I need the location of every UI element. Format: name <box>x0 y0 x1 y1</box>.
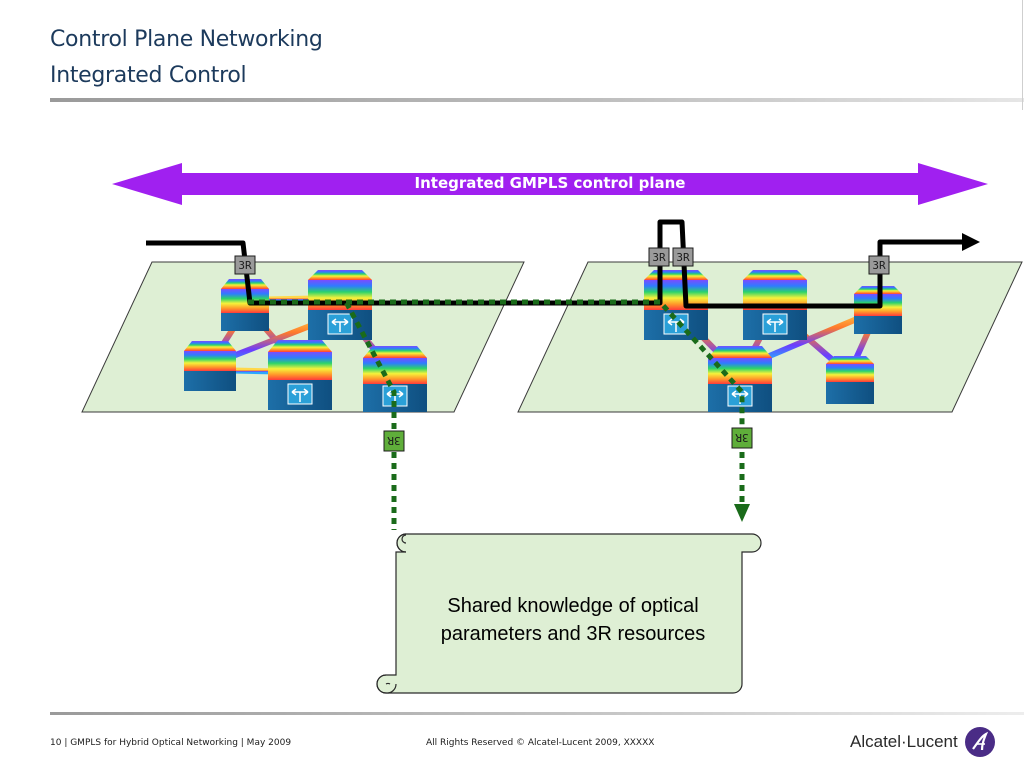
regenerator-box: 3R <box>672 247 694 267</box>
svg-text:3R: 3R <box>872 259 886 272</box>
regenerator-box: 3R <box>234 255 256 275</box>
brand-logo: Alcatel·Lucent <box>850 726 996 758</box>
svg-text:3R: 3R <box>387 434 401 447</box>
slide-title: Control Plane Networking Integrated Cont… <box>50 22 323 94</box>
optical-node <box>184 341 236 391</box>
title-divider <box>50 98 1024 102</box>
optical-node <box>826 356 874 404</box>
optical-node <box>221 279 269 331</box>
footer-divider <box>50 712 1024 715</box>
optical-node-switch <box>743 270 807 340</box>
gmpls-banner-label: Integrated GMPLS control plane <box>414 174 686 192</box>
slide-title-line-1: Control Plane Networking <box>50 27 323 52</box>
regenerator-box-green: 3R <box>731 427 753 449</box>
footer-copyright: All Rights Reserved © Alcatel-Lucent 200… <box>426 738 655 748</box>
scroll-caption-line-1: Shared knowledge of optical <box>447 595 699 617</box>
edge-line <box>1022 0 1023 110</box>
regenerator-box-green: 3R <box>383 430 405 452</box>
footer-slide-info: 10 | GMPLS for Hybrid Optical Networking… <box>50 738 292 748</box>
regenerator-box: 3R <box>868 255 890 275</box>
scroll-caption-line-2: parameters and 3R resources <box>440 623 706 645</box>
svg-text:3R: 3R <box>238 259 252 272</box>
svg-text:3R: 3R <box>735 431 749 444</box>
brand-name: Alcatel·Lucent <box>850 732 958 751</box>
regenerator-box: 3R <box>648 247 670 267</box>
gmpls-banner-arrow <box>112 163 988 205</box>
svg-text:3R: 3R <box>676 251 690 264</box>
svg-text:3R: 3R <box>652 251 666 264</box>
scroll-caption: Shared knowledge of optical parameters a… <box>408 592 738 648</box>
lightpath-arrowhead <box>962 233 980 251</box>
control-path-dotted <box>248 299 745 530</box>
control-path-arrowhead <box>734 504 750 522</box>
slide-title-line-2: Integrated Control <box>50 63 247 88</box>
alcatel-lucent-logo-icon <box>964 727 995 757</box>
optical-node-switch <box>268 340 332 410</box>
scroll-shape <box>376 533 762 694</box>
